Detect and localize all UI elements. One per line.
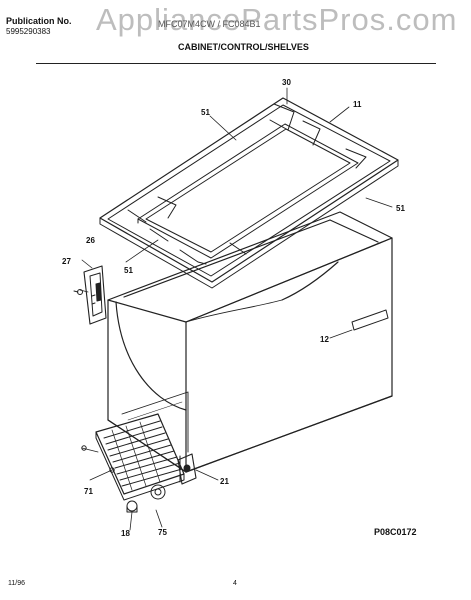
page-number: 4	[233, 580, 237, 587]
diagram-code: P08C0172	[374, 527, 417, 537]
callout-51-top: 51	[201, 108, 210, 117]
callout-12: 12	[320, 335, 329, 344]
thermostat-control	[73, 265, 107, 325]
model-label-plate	[351, 309, 389, 331]
footer-date: 11/96	[8, 580, 25, 587]
callout-75: 75	[158, 528, 167, 537]
section-title: CABINET/CONTROL/SHELVES	[178, 42, 309, 52]
callout-51-right: 51	[396, 204, 405, 213]
callout-51-left: 51	[124, 266, 133, 275]
publication-number: 5995290383	[6, 27, 51, 36]
publication-label: Publication No.	[6, 16, 72, 26]
lid-frame	[99, 97, 399, 289]
leader-lines	[79, 87, 393, 531]
model-number: MFC07M4CW / FC084B1	[158, 19, 261, 29]
control-box	[177, 453, 197, 485]
watermark-text: AppliancePartsPros.com	[96, 2, 458, 37]
grille-assembly	[81, 391, 189, 513]
callout-30: 30	[282, 78, 291, 87]
callout-27: 27	[62, 257, 71, 266]
callout-71: 71	[84, 487, 93, 496]
callout-26: 26	[86, 236, 95, 245]
header-rule	[36, 63, 436, 64]
callout-11: 11	[353, 100, 362, 109]
callout-21: 21	[220, 477, 229, 486]
callout-18: 18	[121, 529, 130, 538]
cabinet	[107, 211, 393, 473]
